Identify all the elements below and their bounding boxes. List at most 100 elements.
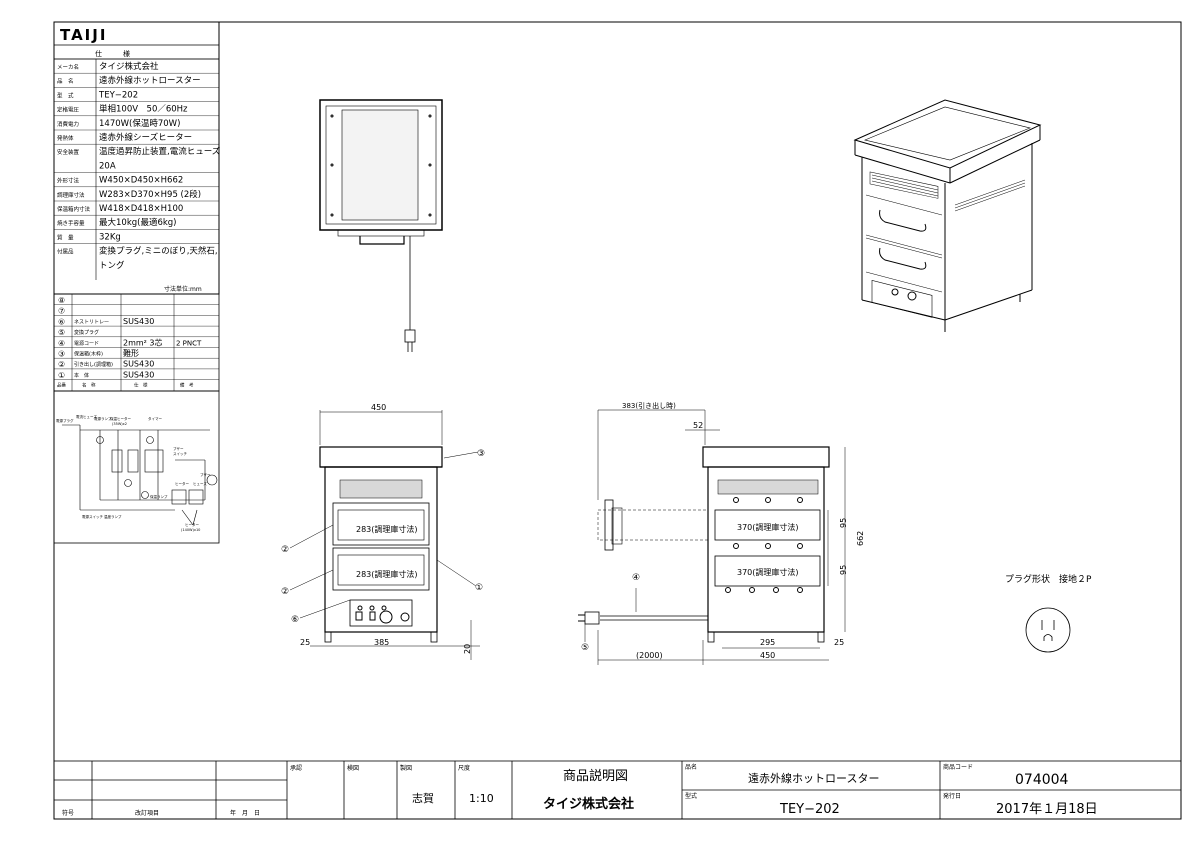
parts-row-no: ⑦ (58, 307, 65, 316)
spec-row-label: 質 量 (57, 233, 74, 241)
parts-row-no: ⑤ (58, 328, 65, 337)
spec-row-label: 付属品 (57, 248, 74, 256)
parts-row-no: ⑥ (58, 317, 65, 326)
side-295-dim: 295 (760, 638, 775, 647)
parts-row-note: 2 PNCT (176, 339, 202, 347)
issue-label: 発行日 (943, 792, 961, 800)
spec-row-value: 遠赤外線シーズヒーター (99, 132, 192, 143)
parts-row-material: 難形 (123, 348, 139, 358)
title-block (53, 760, 1182, 820)
parts-header-material: 仕 様 (134, 382, 148, 389)
side-25-dim: 25 (834, 638, 844, 647)
circuit-label-15: ヒーター (185, 522, 199, 527)
spec-row-value: W418×D418×H100 (99, 204, 183, 214)
side-95-dim-1: 95 (839, 518, 848, 528)
spec-row-label: 発熱体 (57, 134, 74, 142)
spec-header: 仕 様 (95, 49, 130, 58)
parts-row-material: SUS430 (123, 360, 154, 369)
drawn-label: 製図 (400, 764, 412, 772)
spec-row-value: W450×D450×H662 (99, 176, 183, 186)
callout-4: ④ (632, 573, 640, 583)
callout-6: ⑥ (291, 615, 299, 625)
circuit-label-6: タイマー (148, 416, 162, 421)
spec-row-label: 安全装置 (57, 148, 80, 156)
circuit-label-12: 保温ランプ (150, 494, 168, 499)
spec-row-label: 消費電力 (57, 120, 79, 128)
spec-unit: 寸法単位:mm (164, 285, 202, 293)
circuit-label-5: (35W)x2 (112, 422, 127, 426)
parts-row-no: ② (58, 360, 65, 369)
spec-row-value: TEY−202 (98, 90, 138, 100)
issue-date: 2017年１月18日 (996, 802, 1098, 817)
spec-row-label: メーカ名 (57, 63, 79, 71)
circuit-label-2: 電流ヒューズ (76, 414, 97, 419)
spec-row-value: 20A (99, 161, 116, 171)
callout-3: ③ (477, 449, 485, 459)
check-label: 検図 (347, 764, 359, 772)
scale-label: 尺度 (458, 764, 470, 772)
front-drawer-label-1: 283(調理庫寸法) (356, 524, 418, 534)
doc-title: 商品説明図 (563, 768, 628, 784)
parts-row-name: 保温箱(木枠) (74, 351, 103, 358)
spec-row-value: 温度過昇防止装置,電流ヒューズ (99, 146, 221, 157)
side-drawer-label-2: 370(調理庫寸法) (737, 567, 799, 577)
circuit-label-4: 保温ヒーター (110, 416, 131, 421)
circuit-label-10: ヒューズ (193, 481, 207, 486)
parts-row-material: SUS430 (123, 317, 154, 326)
circuit-label-9: ヒーター (175, 481, 189, 486)
parts-row-name: 本 体 (74, 372, 89, 379)
circuit-label-11: ブザー (200, 472, 211, 477)
parts-row-no: ① (58, 371, 65, 380)
spec-row-value: タイジ株式会社 (99, 61, 159, 72)
rev-no-label: 符号 (62, 809, 74, 817)
parts-row-no: ③ (58, 350, 65, 359)
spec-row-label: 品 名 (57, 77, 74, 85)
spec-row-value: 単相100V 50／60Hz (99, 104, 188, 115)
sheet-border (53, 21, 1182, 820)
parts-header-no: 品番 (57, 382, 66, 389)
parts-header-note: 備 考 (180, 382, 194, 389)
parts-header-name: 名 称 (82, 382, 96, 389)
product-name: 遠赤外線ホットロースター (748, 771, 879, 785)
plug-label: プラグ形状 接地２P (1005, 573, 1092, 585)
spec-row-label: 型 式 (57, 91, 74, 99)
parts-row-name: 電源コード (74, 340, 99, 347)
parts-row-material: 2mm² 3芯 (123, 337, 163, 347)
isometric-view (853, 99, 1042, 332)
front-leg-dim: 25 (300, 638, 310, 647)
circuit-label-3: 電源ランプ (94, 416, 112, 421)
callout-2b: ② (281, 587, 289, 597)
code-value: 074004 (1015, 772, 1069, 788)
model-value: TEY−202 (779, 802, 840, 817)
cord-length-dim: (2000) (636, 651, 663, 660)
callout-2a: ② (281, 545, 289, 555)
approve-label: 承認 (290, 764, 302, 772)
spec-row-value: W283×D370×H95 (2段) (99, 189, 201, 200)
code-label: 商品コード (943, 763, 973, 771)
model-label: 型式 (685, 792, 697, 800)
parts-row-name: 引き出し(調理箱) (74, 361, 113, 368)
rev-date-label: 年 月 日 (230, 809, 260, 817)
spec-row-value: 最大10kg(最適6kg) (99, 217, 177, 228)
spec-row-value: 変換プラグ,ミニのぼり,天然石, (99, 246, 218, 257)
rev-item-label: 改訂項目 (135, 809, 159, 817)
spec-row-value: 遠赤外線ホットロースター (99, 75, 201, 86)
circuit-label-7: ブザー (173, 446, 184, 451)
name-label: 品名 (685, 763, 697, 771)
callout-1: ① (475, 583, 483, 593)
front-width-dim: 450 (371, 403, 386, 412)
parts-row-no: ⑧ (58, 296, 65, 305)
parts-row-name: 変換プラグ (74, 329, 99, 336)
parts-row-no: ④ (58, 339, 65, 348)
side-52-dim: 52 (693, 421, 703, 430)
spec-row-label: 焼き手容量 (57, 219, 85, 227)
spec-row-value: 32Kg (99, 232, 121, 242)
circuit-label-14: 温度ランプ (104, 514, 122, 519)
side-pull-dim: 383(引き出し時) (622, 401, 676, 410)
circuit-diagram: 電源プラグ 電流ヒューズ 電源ランプ 保温ヒーター (35W)x2 タイマー ブ… (53, 390, 220, 544)
circuit-label-16: (140W)x10 (181, 528, 200, 532)
spec-row-label: 定格電圧 (57, 106, 80, 114)
front-foot-dim: 20 (463, 644, 472, 654)
company-name: タイジ株式会社 (543, 796, 634, 812)
callout-5: ⑤ (581, 643, 589, 653)
